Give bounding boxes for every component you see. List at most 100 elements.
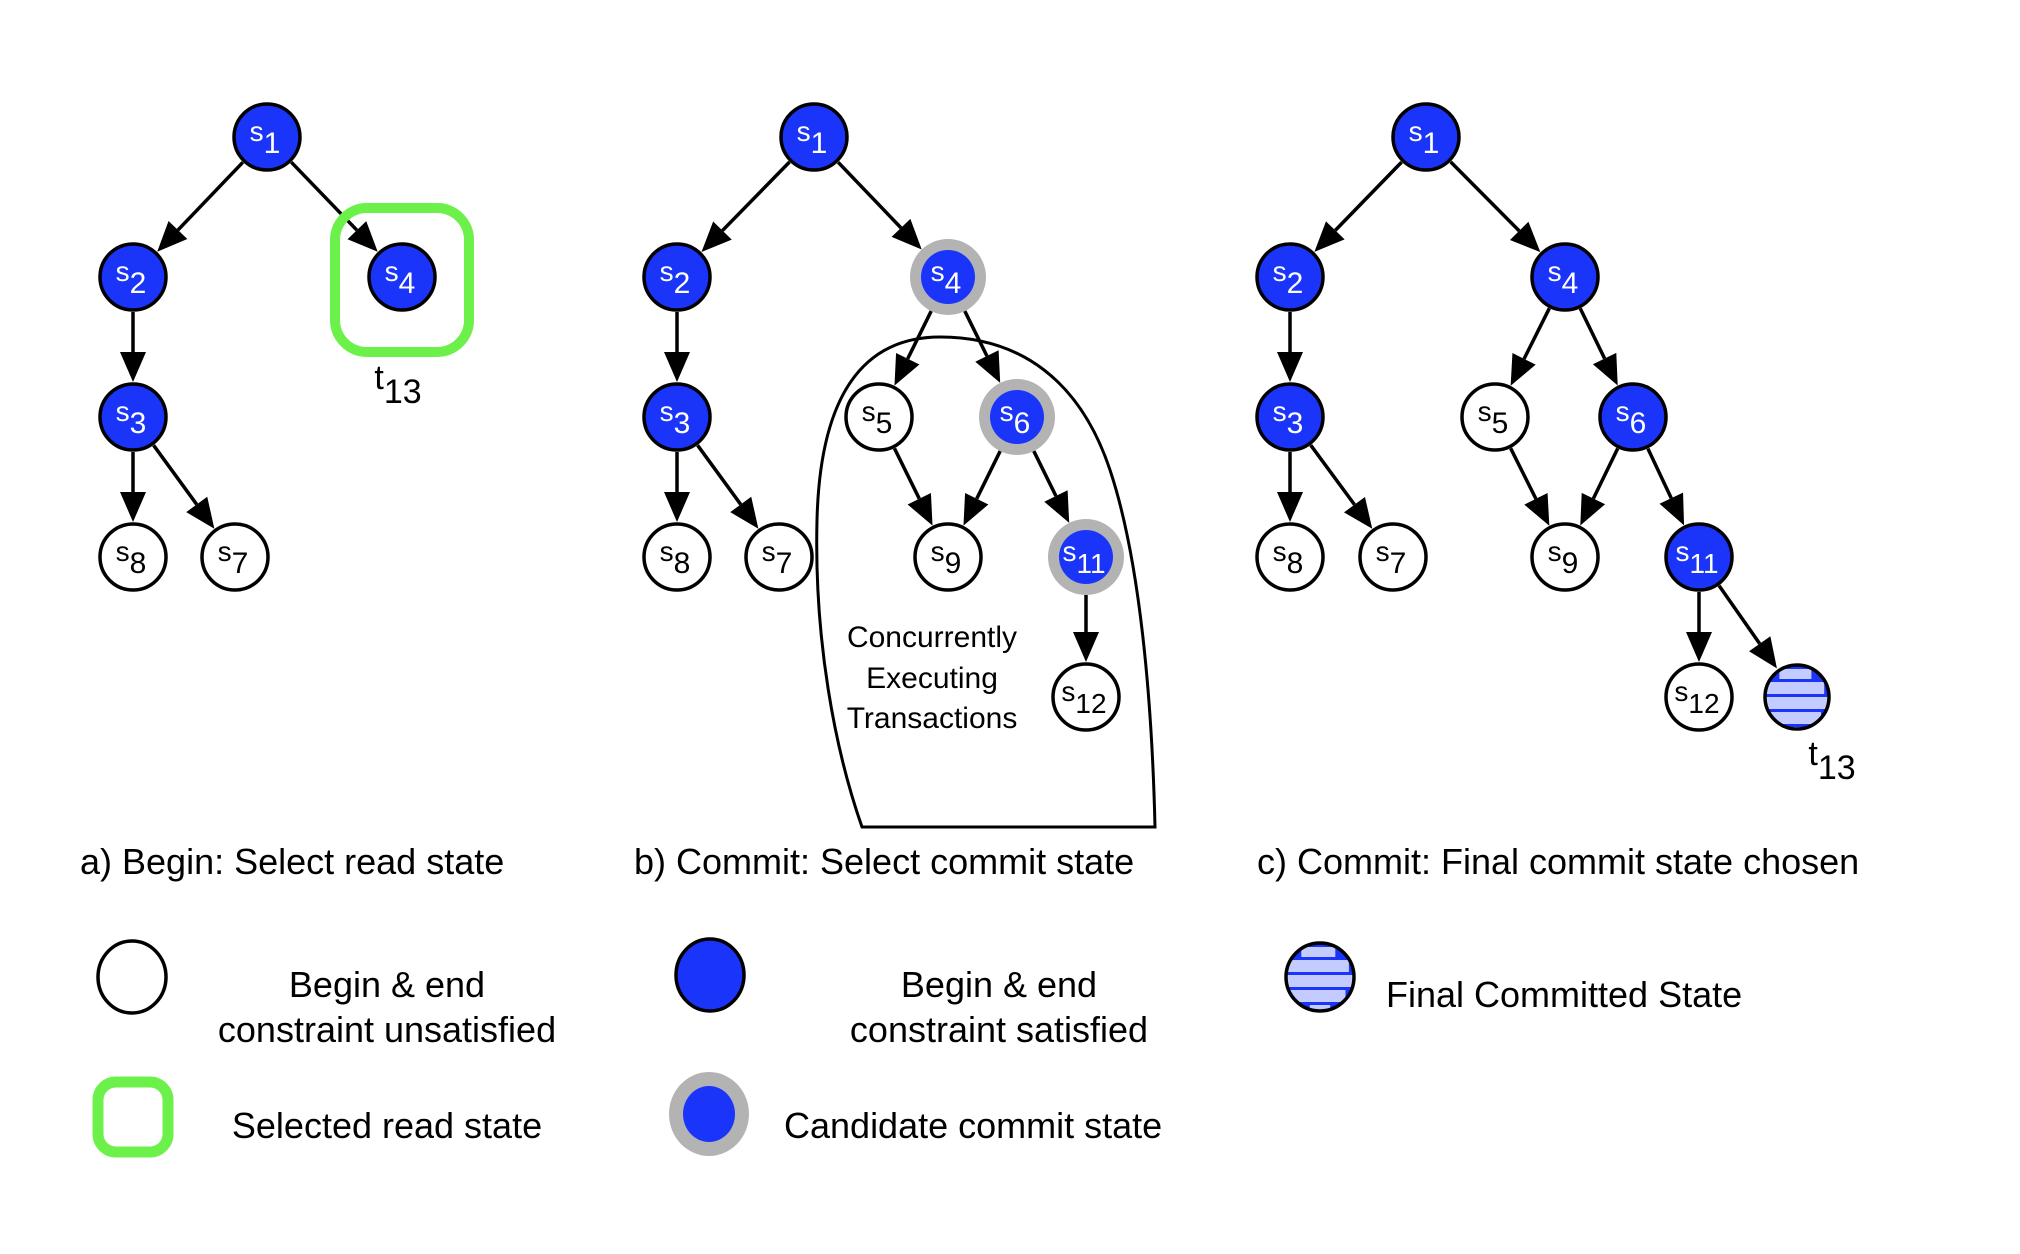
edge-s1-s2	[701, 160, 791, 252]
node-t13	[1763, 663, 1831, 731]
node-s3: s3	[642, 382, 712, 452]
arrowhead-icon	[1509, 221, 1541, 253]
edge-line	[1309, 444, 1356, 506]
edge-s3-s8	[120, 452, 146, 522]
edge-line	[1578, 307, 1607, 360]
arrowhead-icon	[120, 352, 146, 382]
node-s3: s3	[98, 382, 168, 452]
edge-s4-s5	[894, 310, 933, 386]
node-s8: s8	[642, 522, 712, 592]
node-s4: s4	[367, 242, 437, 312]
stripe	[1287, 975, 1353, 987]
edge-line	[1646, 447, 1673, 499]
edge-line	[152, 444, 199, 506]
node-circle	[1059, 530, 1113, 584]
arrowhead-icon	[1314, 221, 1345, 252]
node-label: s1	[250, 116, 281, 160]
legend-label-line1: Begin & end	[289, 964, 485, 1005]
arrowhead-icon	[186, 496, 215, 529]
stripe	[1779, 669, 1812, 679]
final-node-outline	[1284, 941, 1356, 1013]
edge-s3-s8	[664, 452, 690, 522]
node-label: s3	[660, 396, 691, 440]
selected-read-box	[330, 203, 474, 357]
node-circle	[98, 522, 168, 592]
edge-line	[906, 310, 933, 360]
edge-s4-s5	[1510, 307, 1551, 386]
final-committed-node-icon	[1284, 941, 1356, 1013]
node-circle	[367, 242, 437, 312]
edge-s4-s6	[1578, 307, 1618, 386]
node-s12: s12	[1051, 662, 1121, 732]
node-s3: s3	[1255, 382, 1325, 452]
edge-s2-s3	[1277, 312, 1303, 382]
transaction-label-t13: t13	[374, 359, 421, 411]
node-s12: s12	[1664, 662, 1734, 732]
edge-line	[1449, 160, 1521, 233]
node-circle	[200, 522, 270, 592]
node-label: s8	[660, 536, 691, 580]
edge-s5-s9	[892, 447, 933, 526]
edge-line	[1032, 450, 1058, 497]
edge-s5-s9	[1509, 447, 1550, 526]
node-circle	[844, 382, 914, 452]
edge-line	[1591, 447, 1620, 500]
node-label: s8	[1273, 536, 1304, 580]
node-label: s7	[762, 536, 793, 580]
node-label: s6	[1616, 396, 1647, 440]
concurrent-transactions-region	[815, 335, 1157, 829]
node-s2: s2	[1255, 242, 1325, 312]
arrowhead-icon	[1344, 496, 1373, 529]
edge-s6-s11	[1032, 450, 1070, 523]
node-s11: s11	[1664, 522, 1734, 592]
arrowhead-icon	[664, 492, 690, 522]
caption-panel-b: b) Commit: Select commit state	[634, 841, 1134, 882]
arrowhead-icon	[1592, 352, 1618, 386]
region-label-line: Concurrently	[847, 621, 1017, 654]
stripe	[1287, 990, 1346, 1002]
arrowhead-icon	[894, 352, 920, 386]
edge-s4-s6	[963, 310, 1001, 383]
legend-item-satisfied: Begin & end constraint satisfied	[674, 937, 1148, 1050]
edge-line	[1522, 307, 1551, 360]
edge-s1-s2	[1314, 160, 1403, 252]
node-s6: s6	[979, 379, 1055, 455]
arrowhead-icon	[1580, 492, 1606, 526]
legend-item-final: Final Committed State	[1284, 941, 1742, 1015]
node-s7: s7	[1358, 522, 1428, 592]
legend: Begin & end constraint unsatisfied Begin…	[92, 937, 1742, 1158]
stripe	[1309, 1005, 1331, 1010]
legend-item-unsatisfied: Begin & end constraint unsatisfied	[96, 939, 556, 1050]
node-circle	[921, 250, 975, 304]
stripes	[1766, 669, 1828, 728]
edge-line	[975, 450, 1002, 500]
node-label: s12	[1061, 676, 1106, 719]
candidate-core-icon	[683, 1086, 735, 1142]
arrowhead-icon	[1659, 492, 1685, 526]
node-circle	[1664, 522, 1734, 592]
node-circle	[1255, 242, 1325, 312]
arrowhead-icon	[975, 350, 1001, 383]
caption-panel-c: c) Commit: Final commit state chosen	[1257, 841, 1859, 882]
edge-s3-s7	[1309, 444, 1373, 529]
arrowhead-icon	[347, 221, 378, 252]
edge-line	[176, 161, 245, 232]
arrowhead-icon	[1277, 352, 1303, 382]
transaction-label-t13: t13	[1808, 735, 1855, 787]
edge-line	[1334, 160, 1403, 232]
edge-s1-s2	[157, 161, 245, 252]
node-circle	[990, 390, 1044, 444]
node-circle	[1530, 522, 1600, 592]
node-circle	[98, 242, 168, 312]
node-s6: s6	[1598, 382, 1668, 452]
node-circle	[1664, 662, 1734, 732]
legend-label-line2: constraint unsatisfied	[218, 1009, 556, 1050]
edge-s6-s9	[963, 450, 1002, 526]
edge-s6-s11	[1646, 447, 1685, 526]
node-circle	[779, 102, 849, 172]
edge-s1-s4	[1449, 160, 1541, 253]
stripe	[1766, 682, 1825, 694]
region-label-line: Transactions	[847, 702, 1018, 735]
node-circle	[1255, 382, 1325, 452]
node-s4: s4	[1530, 242, 1600, 312]
